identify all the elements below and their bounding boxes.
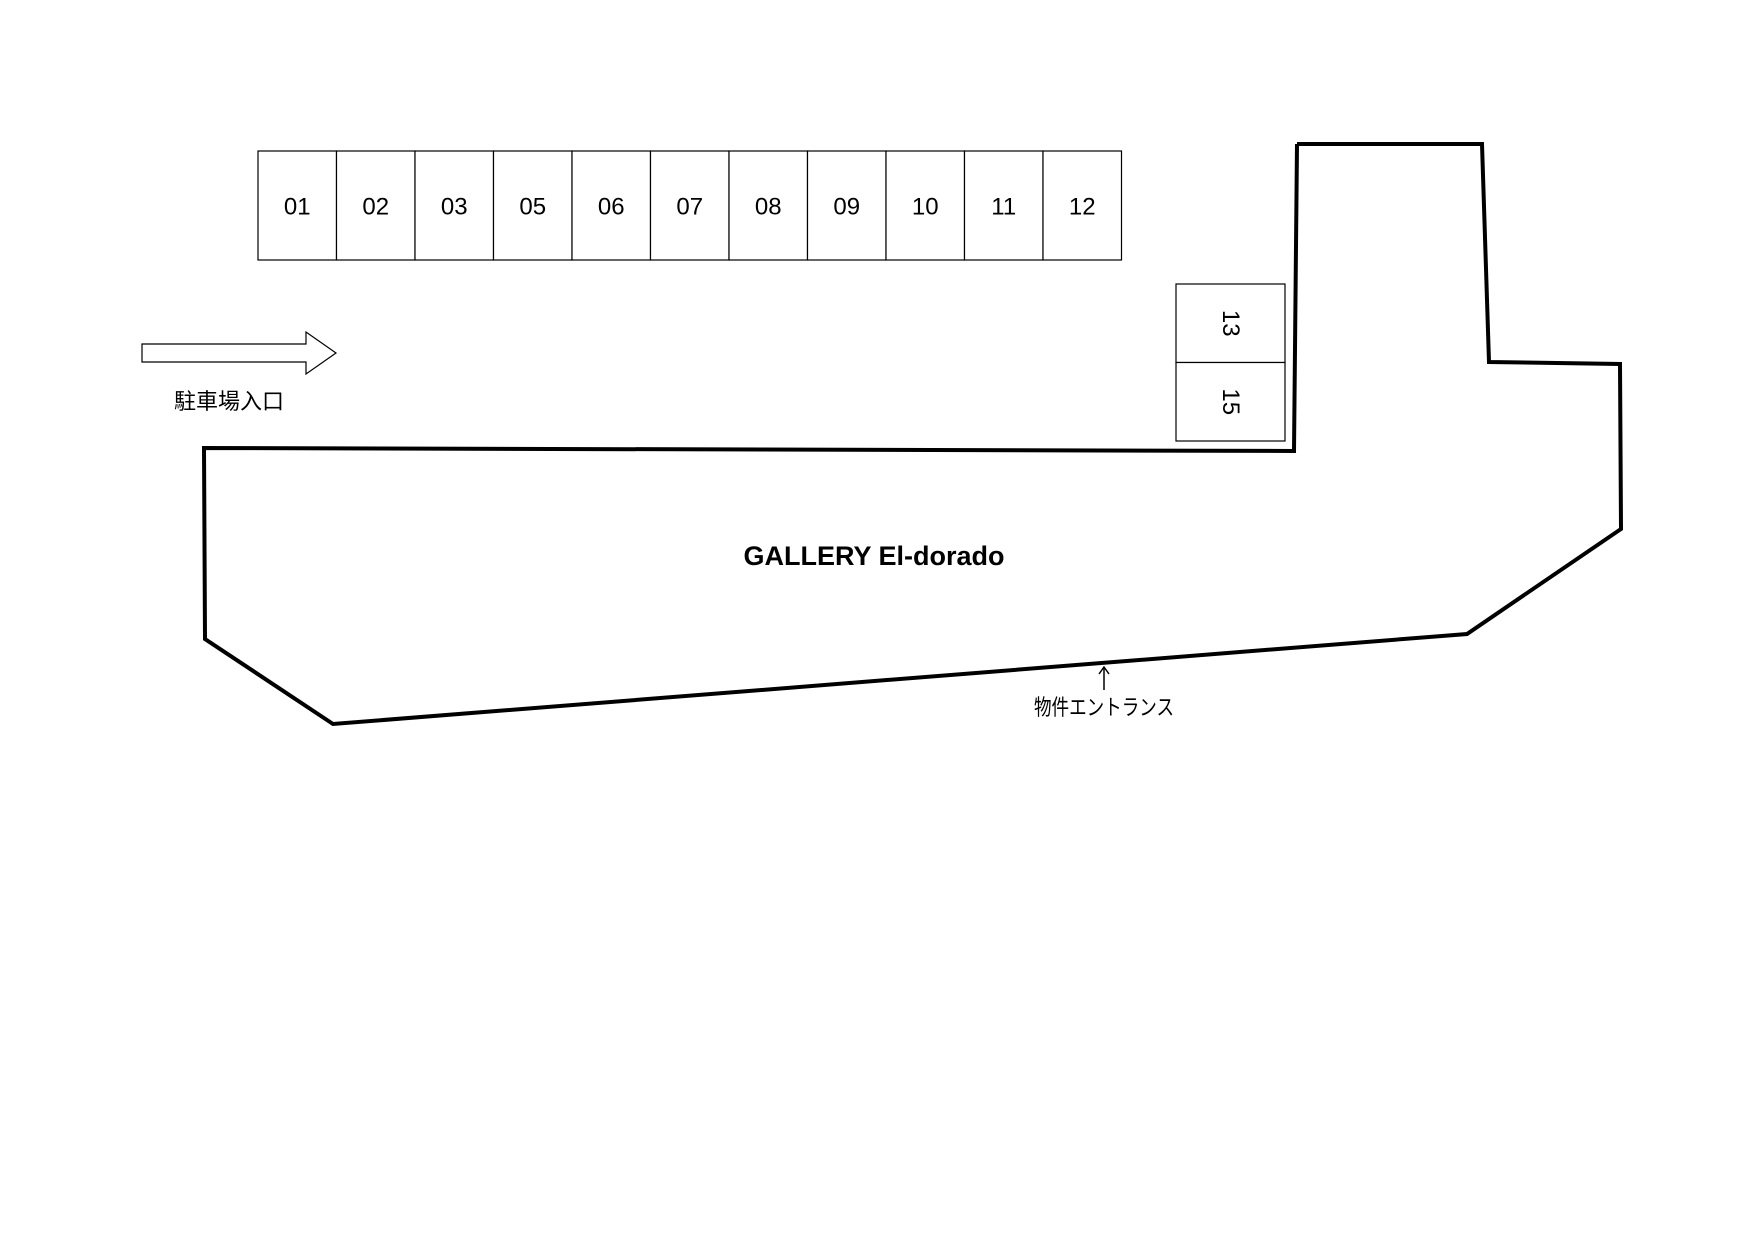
parking-stall-number: 13 <box>1217 310 1244 337</box>
parking-row-top: 01 02 03 05 06 07 08 09 10 11 12 <box>257 150 1123 261</box>
parking-stall-number: 11 <box>991 194 1016 221</box>
parking-stall-number: 03 <box>441 194 468 221</box>
parking-stall-number: 15 <box>1217 388 1244 415</box>
parking-stall <box>492 150 573 261</box>
parking-stall-number: 07 <box>676 194 703 221</box>
parking-stall-number: 08 <box>755 194 782 221</box>
parking-entrance-label: 駐車場入口 <box>174 390 284 415</box>
parking-stall <box>963 150 1044 261</box>
property-entrance-label: 物件エントランス <box>1034 696 1174 721</box>
parking-stall <box>571 150 652 261</box>
parking-stall <box>806 150 887 261</box>
parking-stall <box>1175 283 1286 364</box>
parking-stall <box>885 150 966 261</box>
parking-stall <box>1175 361 1286 442</box>
building-outline <box>201 142 1624 727</box>
parking-stall <box>257 150 338 261</box>
parking-stall <box>414 150 495 261</box>
parking-stall-number: 12 <box>1069 194 1096 221</box>
up-arrow-icon <box>1098 665 1110 690</box>
parking-column-side: 13 15 <box>1175 283 1286 442</box>
parking-stall <box>728 150 809 261</box>
parking-stall-number: 09 <box>833 194 860 221</box>
parking-stall <box>335 150 416 261</box>
parking-stall-number: 10 <box>912 194 939 221</box>
parking-stall-number: 05 <box>519 194 546 221</box>
right-arrow-icon <box>141 330 338 376</box>
parking-stall-number: 01 <box>284 194 311 221</box>
parking-stall-number: 02 <box>362 194 389 221</box>
parking-stall <box>1042 150 1123 261</box>
parking-stall <box>649 150 730 261</box>
building-name: GALLERY El-dorado <box>743 541 1004 571</box>
parking-stall-number: 06 <box>598 194 625 221</box>
